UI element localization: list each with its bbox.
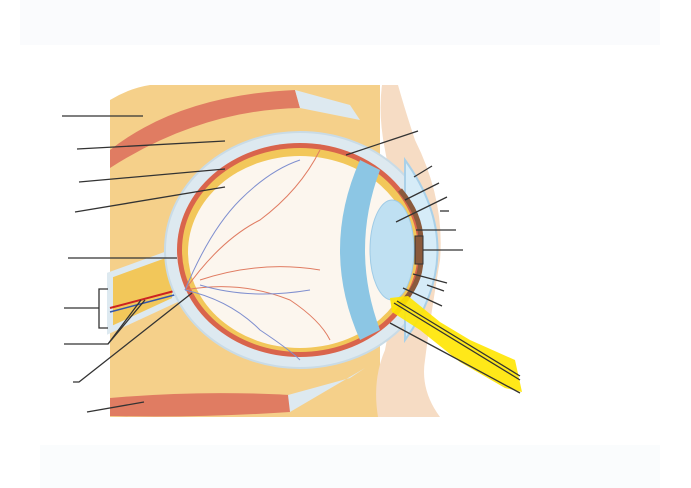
leader-line bbox=[393, 302, 521, 381]
ciliary-body bbox=[340, 160, 380, 340]
central-vein bbox=[109, 293, 179, 313]
leader-line bbox=[413, 165, 433, 178]
leader-line bbox=[86, 401, 145, 413]
leader-line bbox=[404, 182, 440, 201]
leader-line bbox=[412, 273, 448, 284]
leader-line bbox=[78, 168, 226, 183]
superior-tendon bbox=[295, 90, 360, 120]
leader-line bbox=[402, 287, 443, 307]
central-artery bbox=[109, 289, 179, 309]
leader-lines bbox=[62, 115, 521, 413]
leader-bracket bbox=[98, 288, 108, 329]
leader-line bbox=[76, 140, 226, 150]
leader-line bbox=[395, 196, 448, 223]
leader-line bbox=[396, 300, 521, 377]
lens bbox=[369, 199, 415, 301]
leader-line bbox=[389, 322, 521, 394]
retinal-vessels bbox=[184, 149, 331, 361]
leader-line bbox=[74, 186, 226, 213]
top-blank-band bbox=[20, 0, 660, 45]
pupil-marker bbox=[414, 235, 424, 265]
inferior-tendon bbox=[288, 368, 365, 412]
leader-line bbox=[107, 299, 146, 345]
inferior-rectus-muscle bbox=[110, 393, 290, 417]
leader-line bbox=[345, 130, 419, 156]
leader-line bbox=[73, 292, 193, 383]
leader-line bbox=[426, 284, 445, 292]
bottom-blank-band bbox=[40, 445, 660, 488]
superior-rectus-muscle bbox=[110, 90, 300, 168]
